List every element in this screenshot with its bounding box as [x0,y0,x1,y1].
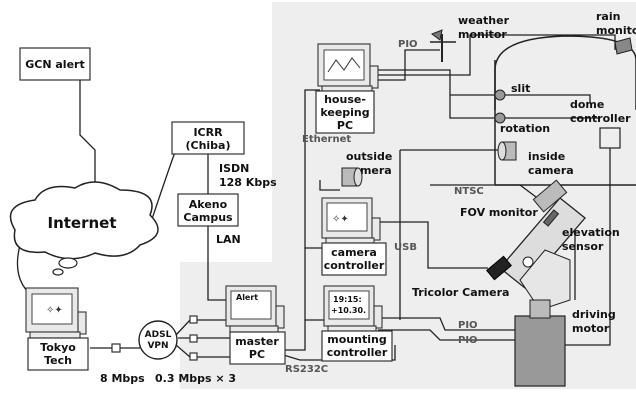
akeno-box [177,193,239,227]
slit-label: slit [511,82,530,95]
pio-b-label: PIO [458,335,478,346]
pio-top-label: PIO [398,39,418,50]
camera-ctrl-label-2: controller [324,259,385,272]
wire-pio-motor-2 [378,329,515,341]
connector-tokyo [111,343,121,353]
wire-pio-motor-1 [378,317,515,331]
master-label-1: master [235,335,279,348]
observatory-region [180,2,636,389]
weather-label-2: monitor [458,28,507,41]
wire-outside-camera [319,180,340,191]
dome-label-1: dome [570,98,604,111]
mounting-label-2: controller [327,346,388,359]
speed-03mbps: 0.3 Mbps × 3 [155,372,236,385]
rain-label-2: monitor [596,24,636,37]
wire-hk-slit [372,69,500,96]
usb-label: USB [394,242,417,253]
rain-monitor-icon [614,37,633,55]
master-label-2: PC [249,348,265,361]
rotation-label: rotation [500,122,550,135]
wire-hk-rain [372,34,616,76]
internet-cloud [9,181,159,260]
wire-dome-motor [565,130,611,346]
connector-3 [189,352,198,361]
mount-screen-time: 19:15: [333,295,362,304]
camera-controller-pc: ✧✦ [321,197,387,276]
lan-label: LAN [216,233,241,246]
driving-motor [514,299,566,387]
alert-screen-text: Alert [236,293,258,302]
dome-label-2: controller [570,112,631,125]
wire-slit-dome [500,94,591,102]
rs232c-label: RS232C [285,364,328,375]
driving-label-1: driving [572,308,616,321]
wire-ethernet-housekeeping [285,89,320,351]
mounting-label-1: mounting [327,333,386,346]
weather-label-1: weather [458,14,510,27]
adsl-label-1: ADSL [145,330,172,340]
mounting-controller-pc [321,285,393,362]
speed-8mbps: 8 Mbps [100,372,145,385]
inside-label-1: inside [528,150,565,163]
master-pc [225,285,286,365]
housekeeping-label-2: keeping [320,106,369,119]
elevation-label-2: sensor [562,240,604,253]
internet-label: Internet [47,214,116,232]
inside-camera-icon [497,141,517,161]
tokyo-label-1: Tokyo [40,341,76,354]
inside-label-2: camera [528,164,574,177]
ethernet-label: Ethernet [302,134,351,145]
connector-2 [189,334,198,343]
icrr-box [171,121,245,155]
akeno-label-2: Campus [183,211,233,224]
slit-marker [494,89,506,101]
icrr-label-2: (Chiba) [185,139,230,152]
tokyo-tech-pc: ✧✦ [25,287,89,371]
wire-usb-camera [378,221,488,269]
outside-camera-icon [341,167,363,187]
sparkle-icon: ✧✦ [332,214,349,225]
adsl-label-2: VPN [147,341,168,351]
outside-label-1: outside [346,150,392,163]
camera-ctrl-label-1: camera [331,246,377,259]
driving-label-2: motor [572,322,610,335]
gcn-alert-label: GCN alert [25,58,84,71]
cloud-bubble-2 [52,268,64,276]
cloud-bubble-1 [58,257,78,269]
elevation-label-1: elevation [562,226,620,239]
housekeeping-pc [315,43,379,134]
adsl-vpn-circle [138,320,178,360]
dome-controller-box [599,127,621,149]
tricolor-camera-label: Tricolor Camera [412,286,509,299]
wire-akeno-master [207,220,232,301]
weather-monitor-icon [430,29,456,62]
fov-monitor-label: FOV monitor [460,206,538,219]
pio-a-label: PIO [458,320,478,331]
gcn-alert-box [19,47,91,81]
housekeeping-label-1: house- [324,93,366,106]
connector-1 [189,315,198,324]
wire-inside-camera [399,149,500,320]
wire-hk-rotation [449,95,500,119]
wire-gcn-internet [79,80,96,195]
tricolor-camera-icon [486,255,512,281]
rotation-marker [494,112,506,124]
wire-ntsc-fov [430,184,541,201]
rain-label-1: rain [596,10,620,23]
isdn-label-2: 128 Kbps [219,176,277,189]
akeno-label-1: Akeno [189,198,228,211]
housekeeping-label-3: PC [337,119,353,132]
sparkle-icon: ✧✦ [46,305,63,316]
ntsc-label: NTSC [454,186,484,197]
isdn-label-1: ISDN [219,162,249,175]
wire-pio-weather [372,49,440,81]
mount-screen-angle: +10.30. [331,306,366,315]
icrr-label-1: ICRR [193,126,223,139]
graph-icon [327,57,361,73]
tokyo-label-2: Tech [44,354,72,367]
